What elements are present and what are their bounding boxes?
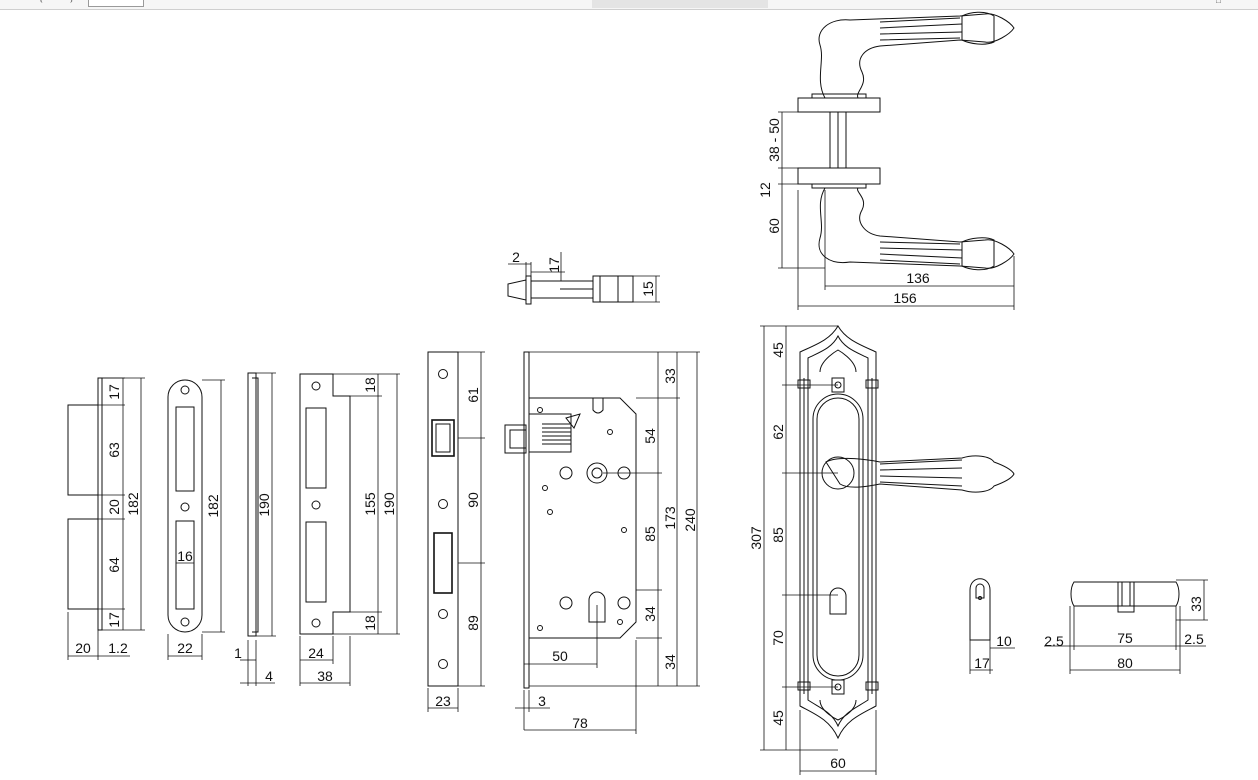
dim-2-5-right: 2.5: [1184, 631, 1204, 647]
page-number-input[interactable]: [88, 0, 144, 7]
dim-136: 136: [906, 270, 930, 286]
dim-4: 4: [265, 668, 273, 684]
dim-78: 78: [572, 715, 588, 731]
dim-20-width: 20: [75, 640, 91, 656]
dim-85: 85: [770, 527, 786, 543]
dim-75: 75: [1117, 630, 1133, 646]
handle-side-view: 38 - 50 12 60 136 156: [757, 11, 1015, 310]
dim-23: 23: [435, 693, 451, 709]
dim-173: 173: [662, 506, 678, 530]
dim-12: 12: [757, 182, 773, 198]
dim-63: 63: [106, 442, 122, 458]
dim-190: 190: [256, 493, 272, 517]
dim-20: 20: [106, 499, 122, 515]
dim-2-5-left: 2.5: [1044, 633, 1064, 649]
dim-22: 22: [177, 640, 193, 656]
dim-10: 10: [996, 633, 1012, 649]
dim-50: 50: [552, 648, 568, 664]
dim-18-top: 18: [362, 377, 378, 393]
dim-64: 64: [106, 557, 122, 573]
latch-bolt-view: 2 17 15: [507, 249, 660, 305]
dim-182: 182: [125, 492, 141, 516]
dim-70: 70: [770, 630, 786, 646]
arrow-left-icon[interactable]: ‹: [40, 0, 43, 5]
dim-1-2: 1.2: [108, 640, 128, 656]
dim-54: 54: [642, 428, 658, 444]
active-tab[interactable]: [592, 0, 768, 8]
strike-plate-front-view: 182 16 22: [167, 379, 225, 660]
cylinder-side-view: 33 2.5 75 2.5 80: [1044, 579, 1208, 674]
dim-17: 17: [546, 257, 562, 273]
dim-80: 80: [1117, 655, 1133, 671]
dim-62: 62: [770, 424, 786, 440]
dim-89: 89: [465, 615, 481, 631]
faceplate-side-view: 190 1 4: [234, 372, 276, 686]
dim-240: 240: [682, 508, 698, 532]
dim-1: 1: [234, 645, 242, 661]
dim-45-top: 45: [770, 342, 786, 358]
dim-2: 2: [512, 249, 520, 265]
dim-33: 33: [1188, 596, 1204, 612]
dim-307: 307: [748, 526, 764, 550]
dim-85: 85: [642, 526, 658, 542]
strike-plate-profile-view: 17 63 20 64 17 182 20 1.2: [67, 377, 145, 660]
browser-toolbar: ‹ › □: [0, 0, 1258, 10]
handle-plate-front-view: 45 62 307 85 70 45 60: [748, 324, 1015, 775]
dim-17: 17: [974, 655, 990, 671]
dim-182: 182: [205, 494, 221, 518]
dim-156: 156: [893, 290, 917, 306]
strike-box-front-view: 18 155 190 18 24 38: [299, 373, 400, 686]
dim-38: 38: [317, 668, 333, 684]
dim-18-bottom: 18: [362, 615, 378, 631]
arrow-right-icon[interactable]: ›: [70, 0, 73, 5]
dim-190: 190: [381, 492, 397, 516]
dim-61: 61: [465, 387, 481, 403]
window-controls-icon[interactable]: □: [1216, 0, 1221, 5]
dim-60: 60: [830, 755, 846, 771]
dim-33: 33: [662, 368, 678, 384]
lock-faceplate-view: 61 90 89 23: [427, 351, 485, 712]
dim-38-50: 38 - 50: [766, 118, 782, 162]
dim-3: 3: [538, 693, 546, 709]
dim-45-bottom: 45: [770, 710, 786, 726]
cylinder-end-view: 10 17: [969, 578, 1015, 674]
dim-15: 15: [640, 281, 656, 297]
dim-17-bottom: 17: [106, 612, 122, 628]
dim-155: 155: [362, 492, 378, 516]
dim-24: 24: [308, 645, 324, 661]
dim-90: 90: [465, 492, 481, 508]
dim-17-top: 17: [106, 384, 122, 400]
dim-34-upper: 34: [642, 606, 658, 622]
dim-16: 16: [177, 548, 193, 564]
dim-34-lower: 34: [662, 654, 678, 670]
lock-body-view: 33 54 173 240 85 34 34 50 3 78: [504, 351, 700, 734]
dim-60: 60: [766, 218, 782, 234]
